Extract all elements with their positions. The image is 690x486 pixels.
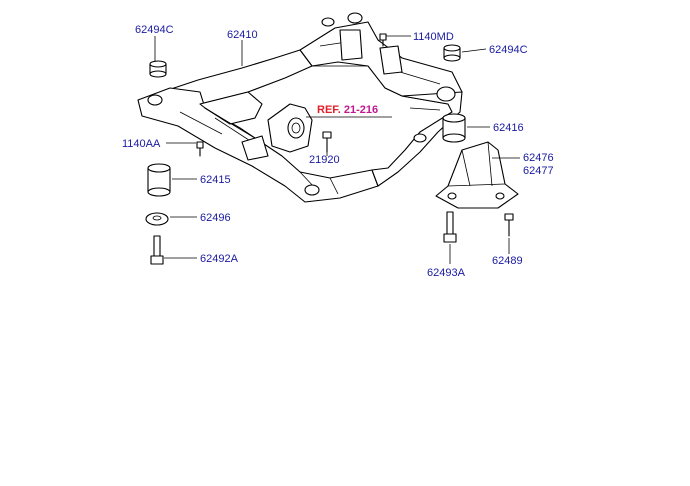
label-62477: 62477	[523, 165, 554, 177]
bolt-21920[interactable]	[322, 131, 332, 153]
label-62410: 62410	[227, 29, 258, 41]
leader-lines	[154, 35, 520, 264]
label-1140MD: 1140MD	[413, 31, 454, 43]
bushing-62494C-right[interactable]	[443, 44, 461, 62]
label-1140AA: 1140AA	[122, 138, 161, 150]
bolt-62492A[interactable]	[150, 235, 164, 265]
label-62489: 62489	[492, 255, 523, 267]
label-62496: 62496	[200, 212, 231, 224]
label-62494C-right: 62494C	[489, 44, 528, 56]
washer-62496[interactable]	[145, 212, 169, 226]
ref-suffix: 21-216	[341, 104, 378, 116]
mount-21920[interactable]	[267, 103, 313, 153]
subframe-62410[interactable]	[137, 12, 463, 203]
label-62476: 62476	[523, 152, 554, 164]
label-ref: REF. 21-216	[317, 104, 378, 116]
label-62494C-left: 62494C	[135, 24, 174, 36]
label-62416: 62416	[493, 122, 524, 134]
label-62493A: 62493A	[427, 267, 466, 279]
label-62492A: 62492A	[200, 253, 239, 265]
bolt-1140AA[interactable]	[196, 141, 204, 157]
label-62415: 62415	[200, 174, 231, 186]
bolt-62489[interactable]	[504, 213, 514, 237]
label-21920: 21920	[309, 154, 340, 166]
bolt-1140MD[interactable]	[379, 33, 387, 47]
bushing-62494C-left[interactable]	[149, 60, 167, 78]
bolt-62493A[interactable]	[443, 211, 457, 243]
bushing-62415[interactable]	[147, 163, 171, 197]
ref-prefix: REF.	[317, 104, 341, 116]
bracket-62476-62477[interactable]	[435, 141, 519, 209]
bushing-62416[interactable]	[442, 113, 466, 143]
